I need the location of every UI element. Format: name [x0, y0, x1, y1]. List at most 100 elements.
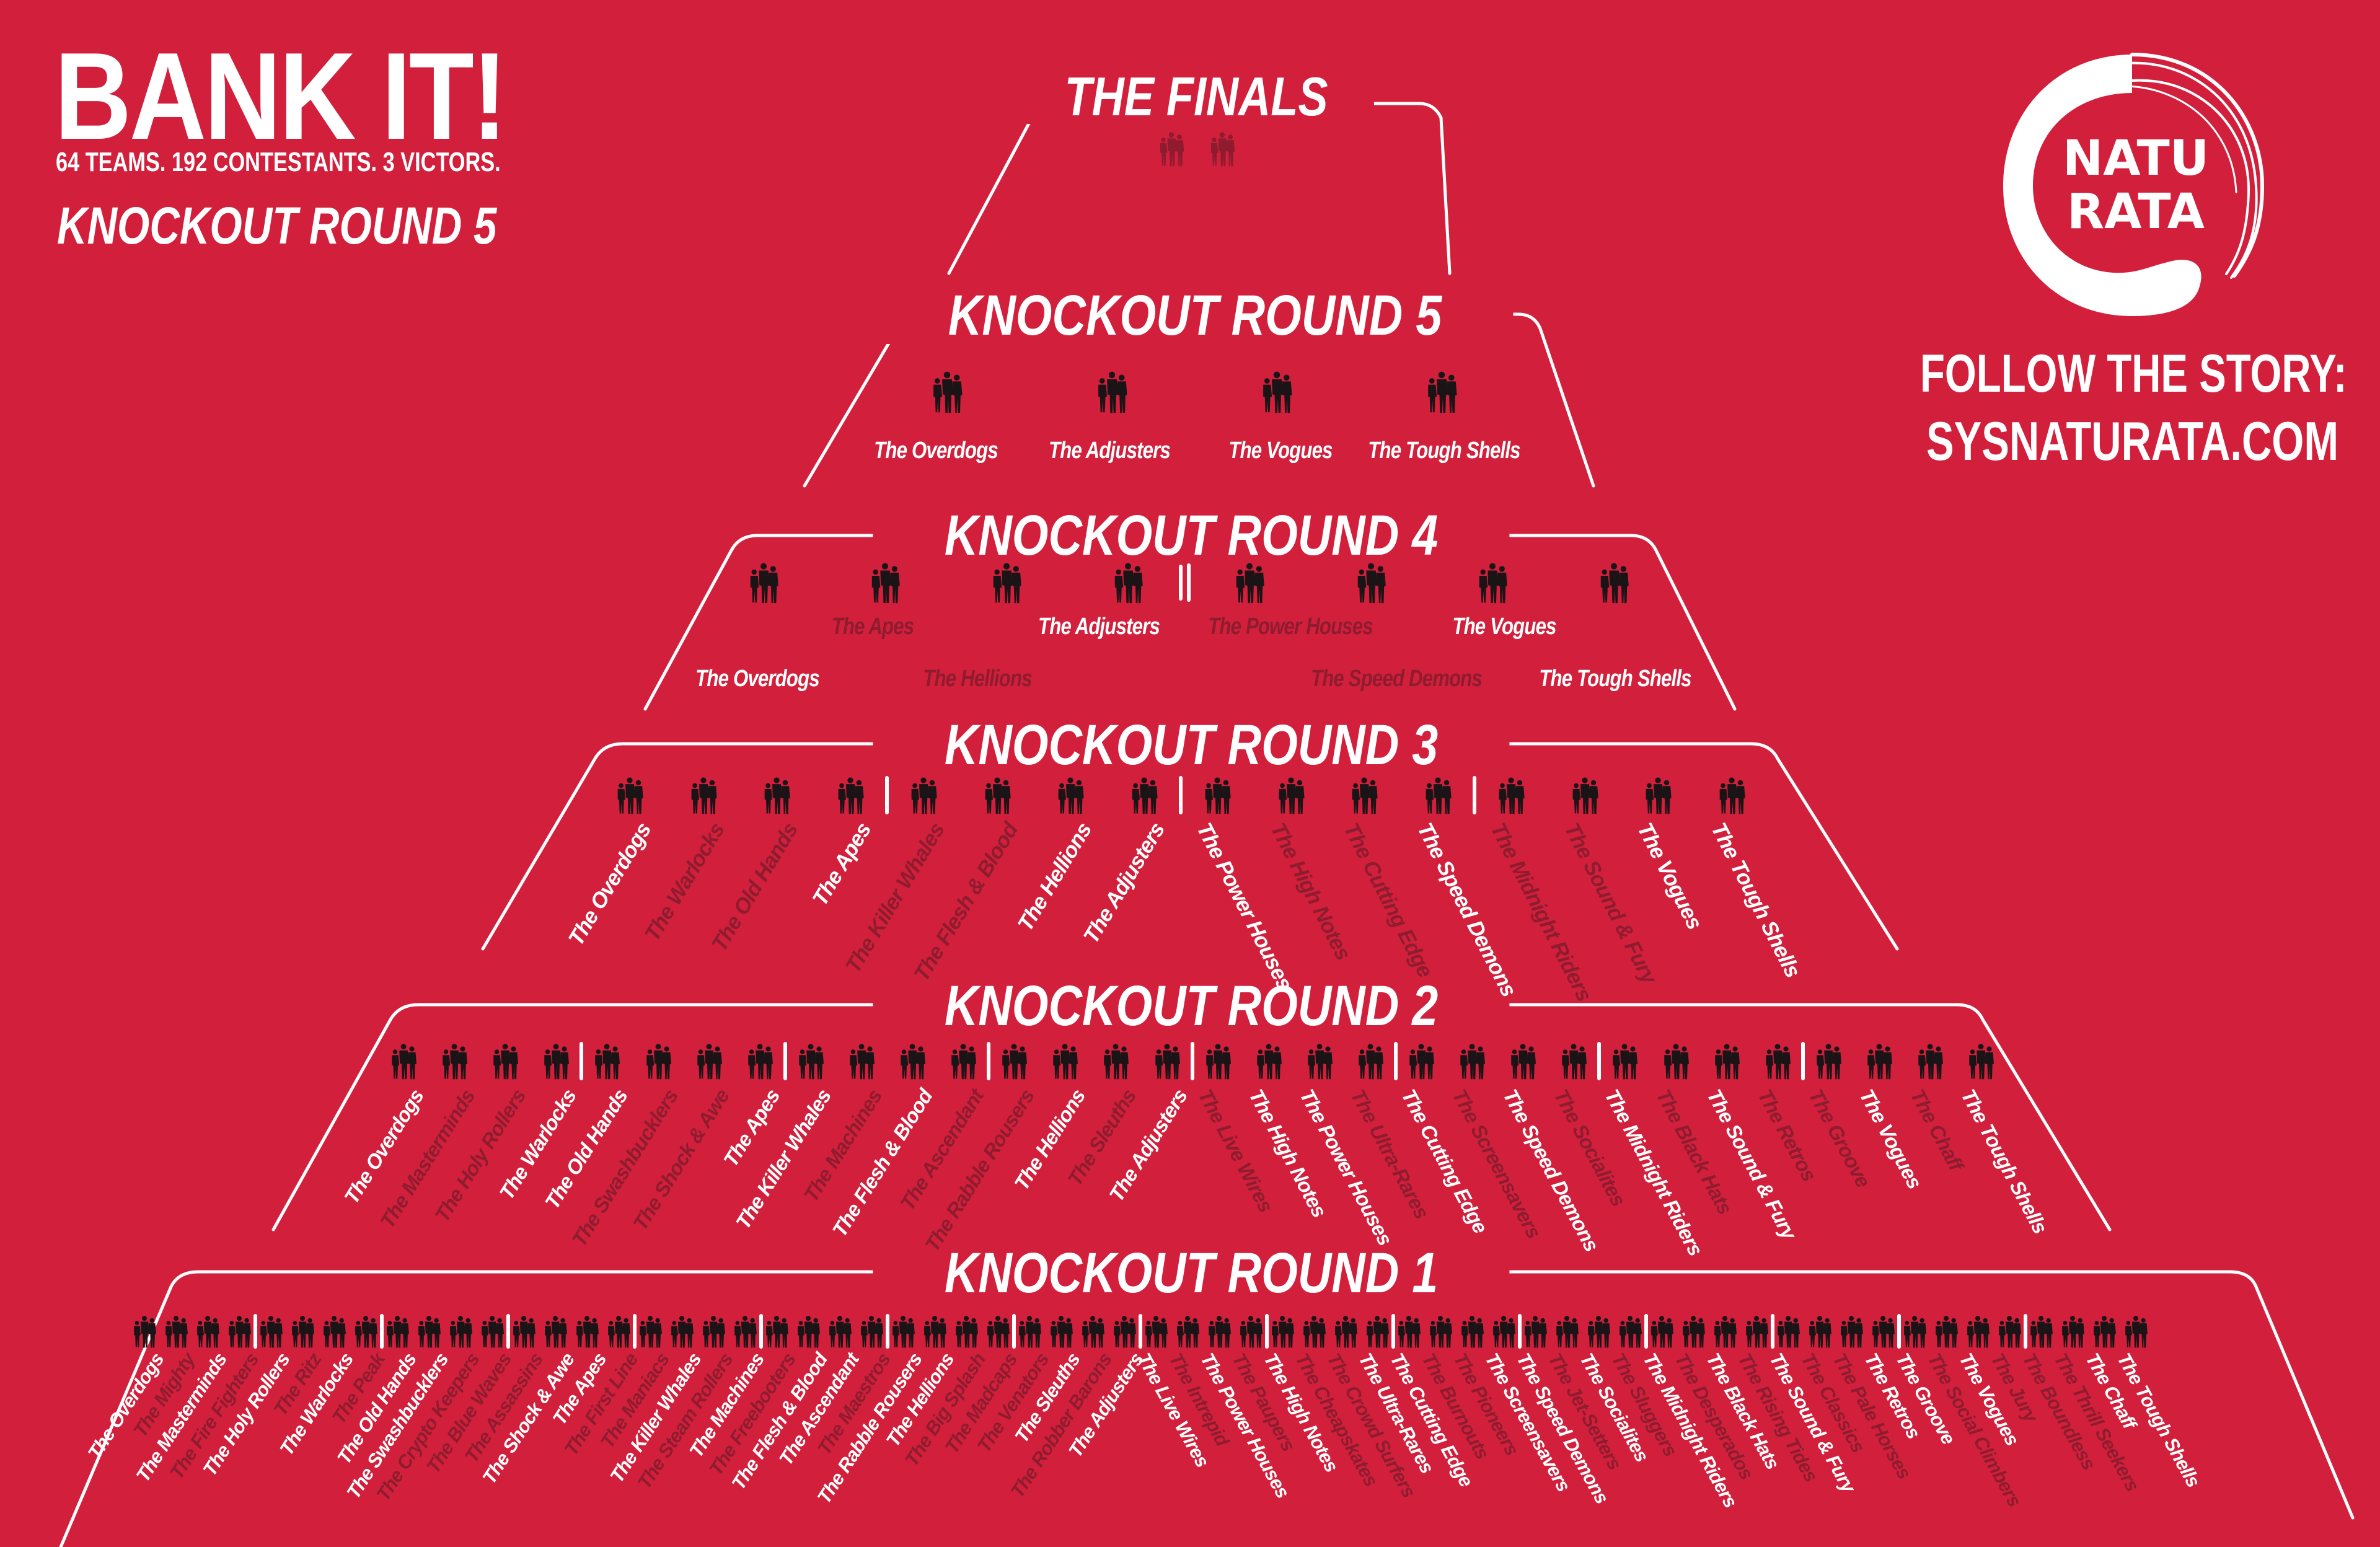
group-divider: [1517, 1314, 1522, 1349]
team-figures-icon: [1108, 562, 1148, 604]
team-figures-icon: [1760, 1042, 1795, 1080]
team-figures-icon: [1142, 1315, 1170, 1348]
finals-frame: [947, 102, 1452, 275]
team-figures-icon: [1201, 1042, 1235, 1080]
follow-the-story-text: FOLLOW THE STORY:: [1920, 344, 2347, 403]
team-label: The Tough Shells: [1539, 666, 1691, 692]
team-figures-icon: [1269, 1315, 1296, 1348]
team-figures-icon: [415, 1315, 443, 1348]
team-figures-icon: [1913, 1042, 1947, 1080]
group-divider: [1011, 1314, 1016, 1349]
team-figures-icon: [289, 1315, 316, 1348]
team-figures-icon: [953, 1315, 980, 1348]
team-figures-icon: [539, 1042, 573, 1080]
team-figures-icon: [1493, 776, 1529, 814]
team-figures-icon: [1680, 1315, 1707, 1348]
team-figures-icon: [832, 776, 868, 814]
team-figures-icon: [1256, 370, 1298, 413]
group-divider: [253, 1314, 257, 1349]
team-figures-icon: [605, 1315, 632, 1348]
group-divider: [1597, 1042, 1602, 1080]
team-figures-icon: [1869, 1315, 1897, 1348]
group-divider: [1264, 1314, 1269, 1349]
team-figures-icon: [700, 1315, 727, 1348]
team-figures-icon: [1806, 1315, 1833, 1348]
team-figures-icon: [1273, 776, 1309, 814]
team-figures-icon: [320, 1315, 348, 1348]
team-figures-icon: [637, 1315, 664, 1348]
team-figures-icon: [1472, 562, 1513, 604]
team-figures-icon: [1593, 562, 1634, 604]
team-figures-icon: [1648, 1315, 1675, 1348]
team-figures-icon: [2122, 1315, 2149, 1348]
team-figures-icon: [826, 1315, 853, 1348]
team-figures-icon: [685, 776, 721, 814]
team-figures-icon: [1567, 776, 1603, 814]
group-divider: [1897, 1314, 1901, 1349]
team-figures-icon: [889, 1315, 917, 1348]
team-figures-icon: [1616, 1315, 1644, 1348]
group-divider: [2023, 1314, 2027, 1349]
round3-title-text: KNOCKOUT ROUND 3: [944, 713, 1439, 777]
team-figures-icon: [1553, 1315, 1580, 1348]
group-divider: [1178, 776, 1183, 814]
group-divider: [783, 1042, 787, 1080]
team-figures-icon: [844, 1042, 879, 1080]
team-label: The Power Houses: [1208, 614, 1373, 640]
team-figures-icon: [743, 562, 784, 604]
group-divider: [759, 1314, 763, 1349]
team-figures-icon: [1455, 1042, 1489, 1080]
group-divider: [1138, 1314, 1142, 1349]
team-figures-icon: [1174, 1315, 1201, 1348]
team-figures-icon: [1111, 1315, 1138, 1348]
team-figures-icon: [2027, 1315, 2055, 1348]
team-figures-icon: [1353, 1042, 1388, 1080]
website-link[interactable]: SYSNATURATA.COM: [1926, 410, 2339, 472]
team-figures-icon: [895, 1042, 930, 1080]
team-figures-icon: [1016, 1315, 1043, 1348]
team-figures-icon: [1395, 1315, 1422, 1348]
team-figures-icon: [1933, 1315, 1960, 1348]
team-figures-icon: [226, 1315, 253, 1348]
group-divider: [1393, 1042, 1398, 1080]
group-divider: [632, 1314, 637, 1349]
group-divider: [1472, 776, 1476, 814]
team-figures-icon: [1811, 1042, 1846, 1080]
team-figures-icon: [997, 1042, 1031, 1080]
group-divider: [379, 1314, 384, 1349]
team-figures-icon: [352, 1315, 379, 1348]
team-figures-icon: [1229, 562, 1270, 604]
group-divider: [1644, 1314, 1648, 1349]
team-figures-icon: [2059, 1315, 2086, 1348]
team-figures-icon: [131, 1315, 158, 1348]
team-label: The Vogues: [1228, 438, 1333, 464]
team-figures-icon: [1047, 1315, 1075, 1348]
team-figures-icon: [1300, 1315, 1328, 1348]
team-figures-icon: [1709, 1042, 1744, 1080]
round4-title: KNOCKOUT ROUND 4: [873, 507, 1510, 564]
team-label: The Speed Demons: [1310, 666, 1483, 692]
team-figures-icon: [763, 1315, 790, 1348]
team-figures-icon: [668, 1315, 695, 1348]
group-divider: [506, 1314, 510, 1349]
team-figures-icon: [573, 1315, 601, 1348]
finalist-slot-icon: [1155, 131, 1188, 167]
team-figures-icon: [1126, 776, 1162, 814]
team-figures-icon: [1774, 1315, 1802, 1348]
group-divider: [987, 1042, 991, 1080]
team-figures-icon: [692, 1042, 726, 1080]
logo-line-1: NATU: [2063, 131, 2209, 187]
team-figures-icon: [759, 776, 795, 814]
team-figures-icon: [1522, 1315, 1549, 1348]
team-figures-icon: [1079, 1315, 1106, 1348]
team-figures-icon: [986, 562, 1027, 604]
round1-title-text: KNOCKOUT ROUND 1: [944, 1241, 1439, 1305]
team-figures-icon: [795, 1315, 822, 1348]
group-divider: [580, 1042, 584, 1080]
team-figures-icon: [1963, 1042, 1998, 1080]
team-figures-icon: [1607, 1042, 1642, 1080]
team-figures-icon: [1251, 1042, 1286, 1080]
team-label: The Tough Shells: [1368, 438, 1520, 464]
team-figures-icon: [641, 1042, 676, 1080]
group-divider: [1190, 1042, 1194, 1080]
